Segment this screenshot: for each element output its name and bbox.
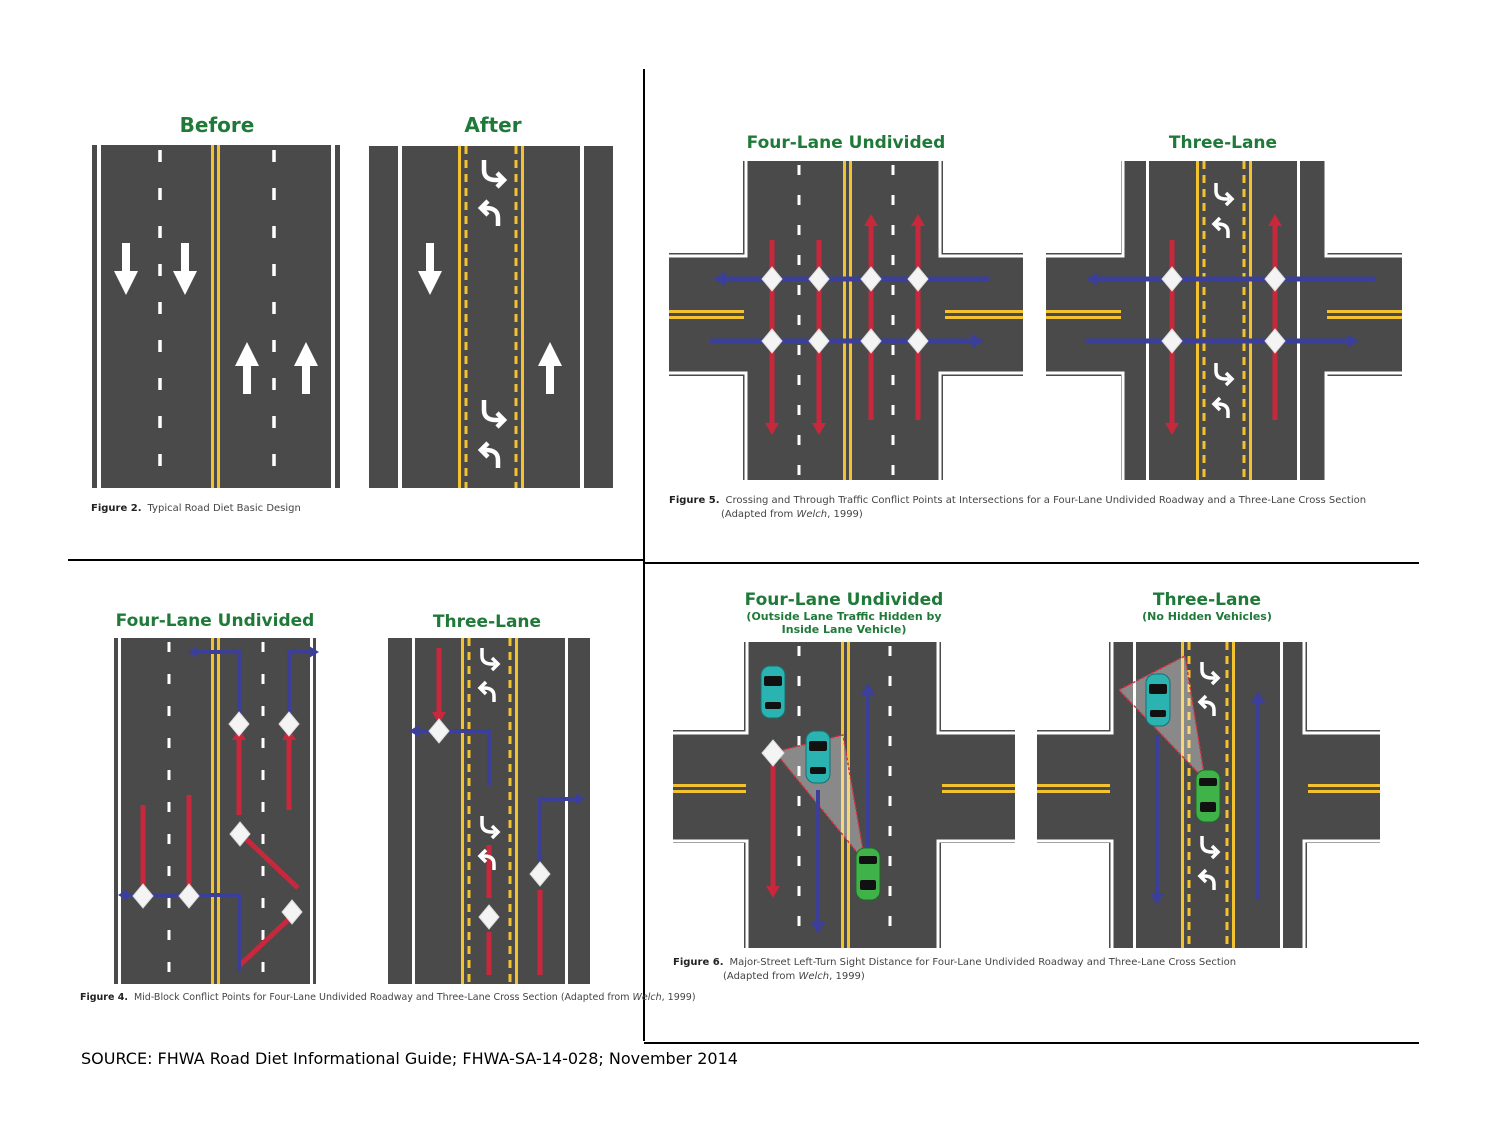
figure4-caption: Figure 4. Mid-Block Conflict Points for F… (80, 991, 696, 1005)
caption-text-em: Welch (632, 992, 662, 1003)
caption-line1: Major-Street Left-Turn Sight Distance fo… (729, 957, 1237, 968)
bottom-divider (644, 1042, 1419, 1044)
figure6-right-subtitle: (No Hidden Vehicles) (1142, 610, 1272, 623)
up-arrow-icon (235, 342, 318, 394)
caption-line2-pre: (Adapted from (721, 509, 797, 520)
down-arrow-icon (418, 243, 442, 295)
caption-line2-em: Welch (798, 971, 830, 982)
caption-line2-post: , 1999) (827, 509, 863, 520)
horizontal-divider-left (68, 559, 644, 561)
vertical-divider (643, 69, 645, 1041)
figure2-caption: Figure 2. Typical Road Diet Basic Design (91, 502, 301, 516)
figure6-left-subtitle-1: (Outside Lane Traffic Hidden by (746, 610, 942, 623)
caption-line2-pre: (Adapted from (723, 971, 799, 982)
left-turn-arrow-icon (477, 160, 508, 468)
caption-label: Figure 2. (91, 503, 142, 514)
down-arrow-icon (114, 243, 197, 295)
car-icon (855, 847, 881, 901)
car-icon (805, 730, 831, 784)
car-icon (1145, 673, 1171, 727)
before-road (92, 145, 340, 488)
figure5-right-title: Three-Lane (1168, 133, 1278, 153)
figure6-left-title: Four-Lane Undivided (744, 590, 944, 610)
figure2-before-title: Before (179, 113, 255, 137)
caption-line2-post: , 1999) (829, 971, 865, 982)
up-arrow-icon (538, 342, 562, 394)
figure2-after-title: After (464, 113, 522, 137)
after-road (369, 146, 613, 488)
caption-label: Figure 5. (669, 495, 720, 506)
figure5-caption: Figure 5. Crossing and Through Traffic Co… (669, 494, 1366, 522)
figure6-caption: Figure 6. Major-Street Left-Turn Sight Di… (673, 956, 1236, 984)
left-turn-arrow-icon (1197, 662, 1221, 890)
car-icon (1195, 769, 1221, 823)
car-icon (760, 665, 786, 719)
left-turn-arrow-icon (477, 648, 501, 870)
caption-line1: Crossing and Through Traffic Conflict Po… (725, 495, 1367, 506)
caption-text: Typical Road Diet Basic Design (147, 503, 301, 514)
caption-line2-em: Welch (796, 509, 828, 520)
caption-label: Figure 6. (673, 957, 724, 968)
sight-cone (1117, 654, 1207, 783)
caption-label: Figure 4. (80, 992, 128, 1003)
sight-cone (773, 734, 867, 865)
left-turn-arrow-icon (1211, 183, 1235, 418)
figure4-left-title: Four-Lane Undivided (115, 611, 315, 631)
source-citation: SOURCE: FHWA Road Diet Informational Gui… (81, 1049, 738, 1068)
horizontal-divider-right (644, 562, 1419, 564)
figure4-right-title: Three-Lane (432, 612, 542, 632)
caption-text-pre: Mid-Block Conflict Points for Four-Lane … (133, 992, 633, 1003)
figure5-left-title: Four-Lane Undivided (746, 133, 946, 153)
figure6-left-subtitle-2: Inside Lane Vehicle) (781, 623, 907, 636)
caption-text-post: , 1999) (661, 992, 696, 1003)
figure6-right-title: Three-Lane (1152, 590, 1262, 610)
